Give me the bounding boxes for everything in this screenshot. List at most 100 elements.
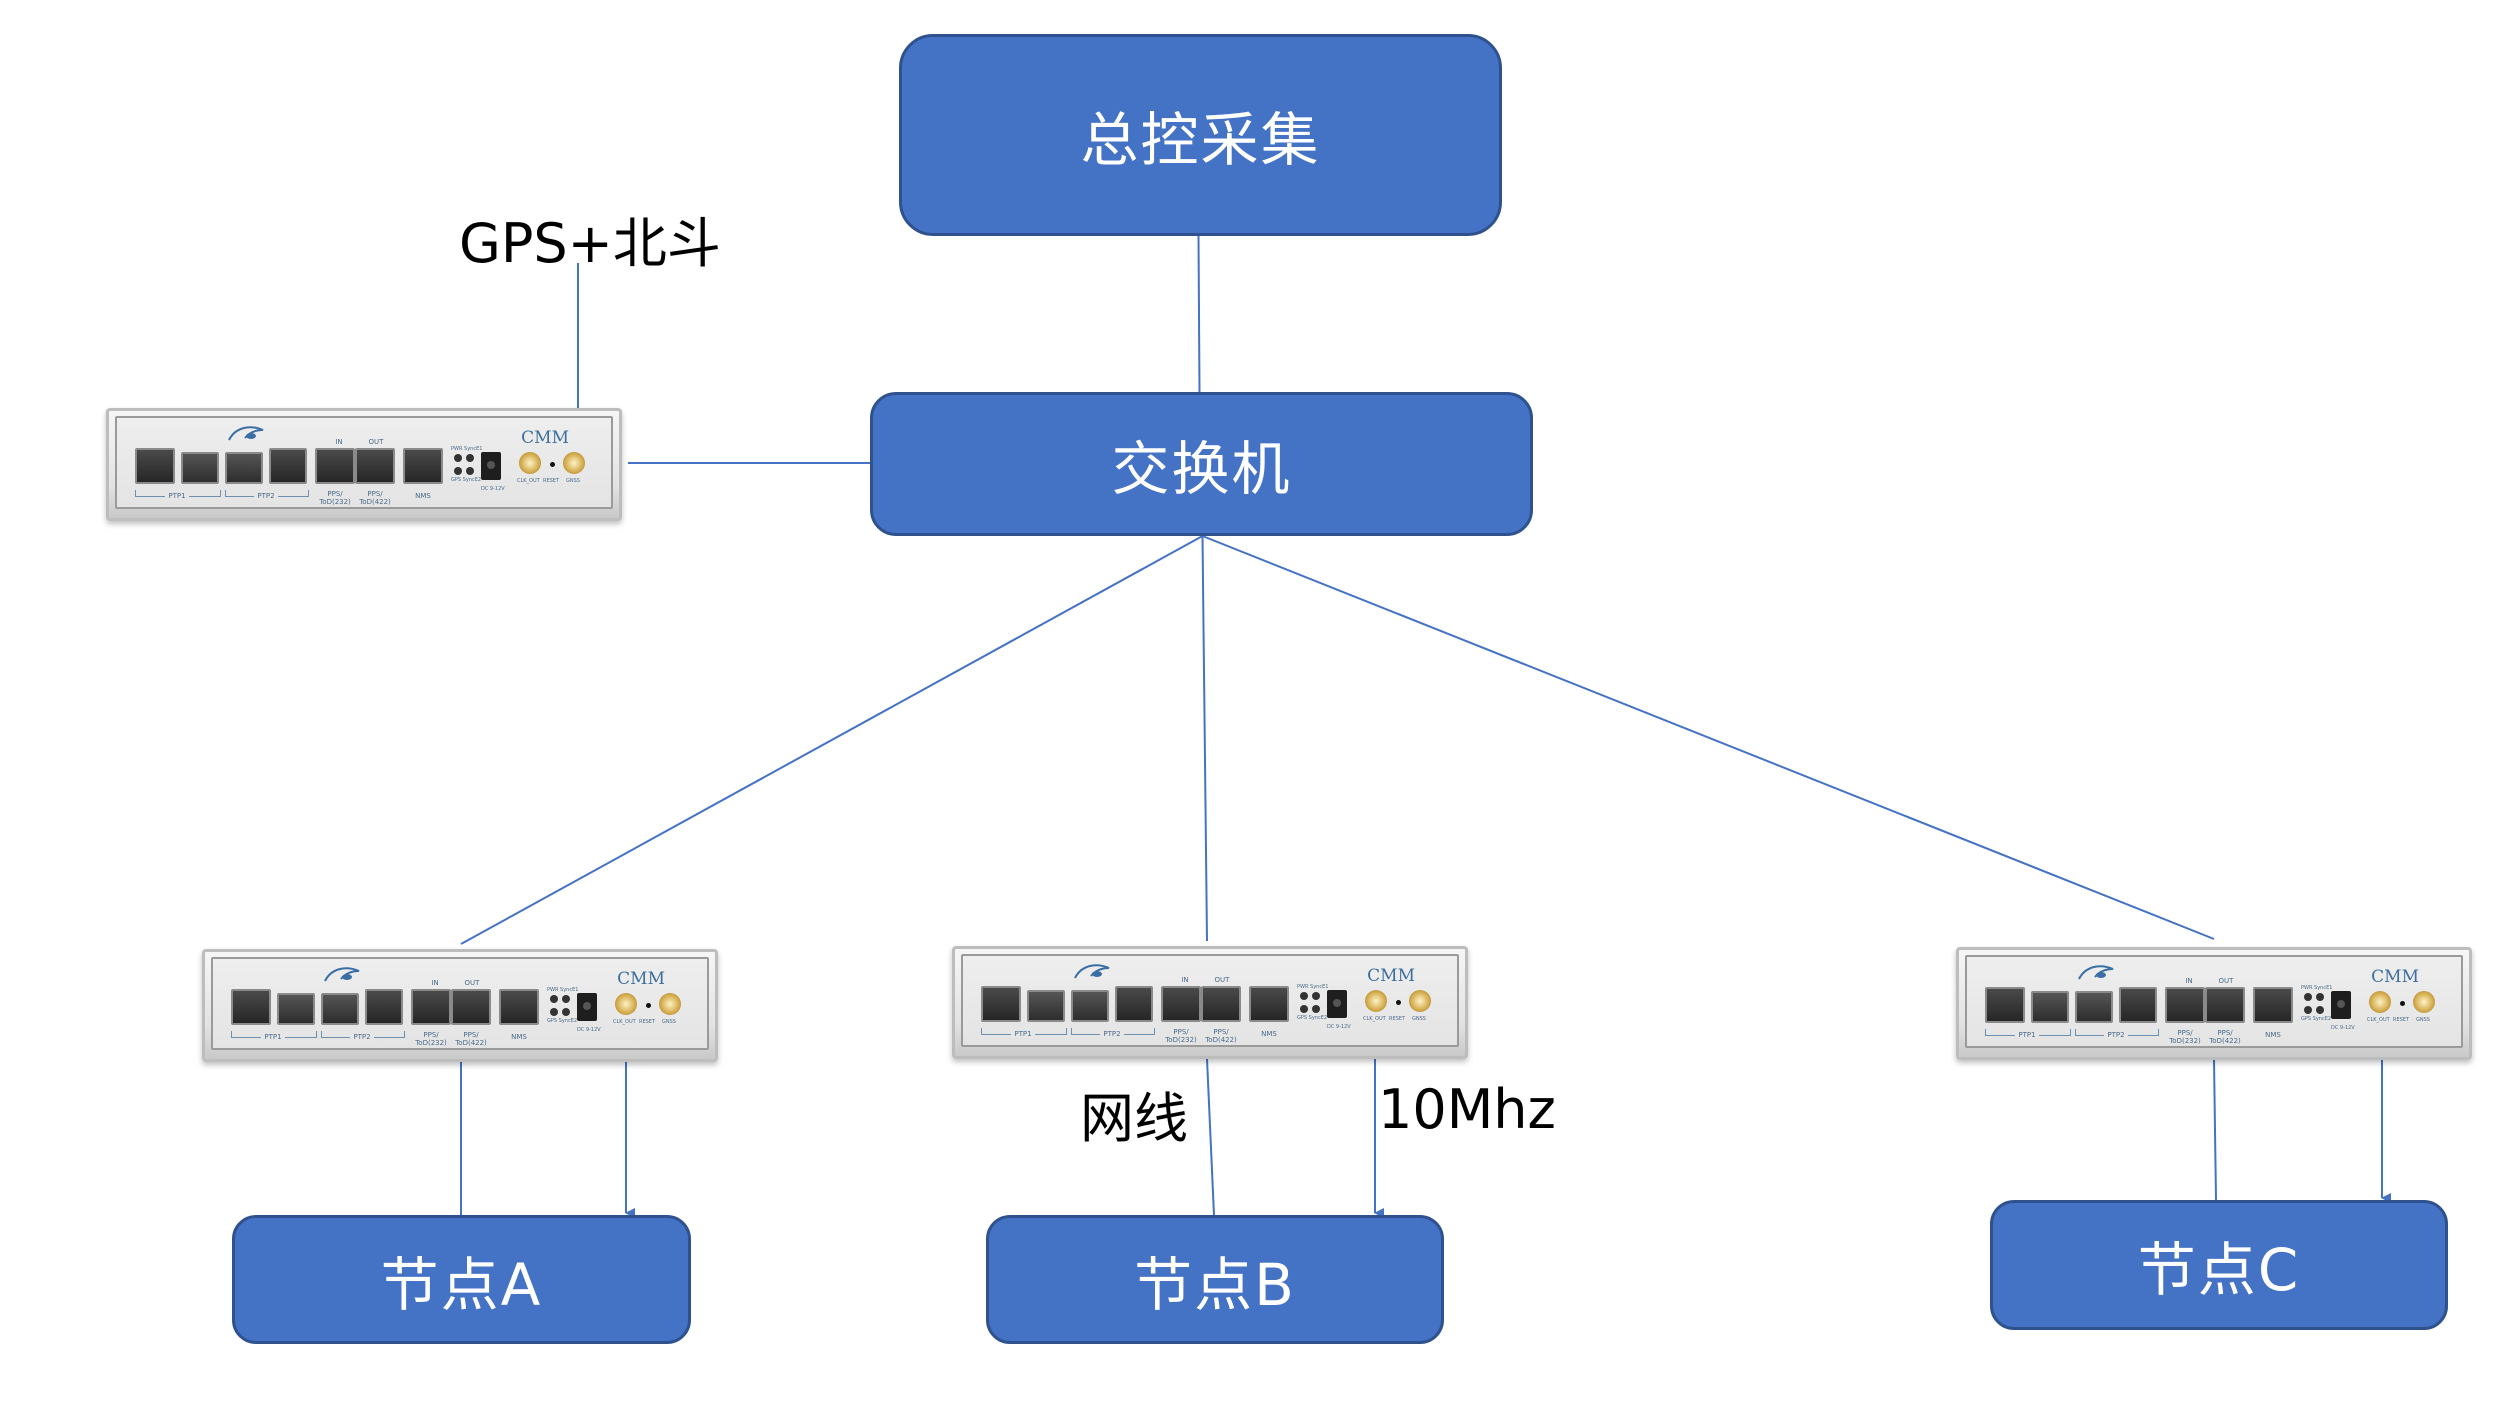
cmm-device-a[interactable]: CMM PTP1 PTP2 IN OUT PPS/ ToD(232) PPS/ … xyxy=(202,949,718,1062)
wire-title-to-switch xyxy=(1197,235,1201,393)
synce2-led xyxy=(466,467,474,475)
nms-port[interactable] xyxy=(499,989,539,1025)
cmm-device-master[interactable]: CMM PTP1 PTP2 IN OUT PPS/ ToD(232) PPS/ … xyxy=(106,408,622,521)
pps-tod-422-port[interactable] xyxy=(1201,986,1241,1022)
switch-box[interactable]: 交换机 xyxy=(870,392,1533,536)
pps-tod-422-label: PPS/ ToD(422) xyxy=(1205,1028,1237,1044)
ptp1-rj45-port[interactable] xyxy=(1985,987,2025,1023)
reset-button[interactable] xyxy=(550,462,555,467)
master-control-box[interactable]: 总控采集 xyxy=(899,34,1502,236)
clk-out-label: CLK_OUT xyxy=(2367,1017,2390,1023)
clk-out-connector[interactable] xyxy=(615,993,637,1015)
ptp2-label: PTP2 xyxy=(254,492,278,500)
ptp1-label: PTP1 xyxy=(1011,1030,1035,1038)
ptp1-sfp-port[interactable] xyxy=(2031,991,2069,1023)
gnss-connector[interactable] xyxy=(659,993,681,1015)
device-faceplate: CMM PTP1 PTP2 IN OUT PPS/ ToD(232) PPS/ … xyxy=(1965,955,2463,1048)
dc-power-jack[interactable] xyxy=(1327,990,1347,1018)
gnss-connector[interactable] xyxy=(563,452,585,474)
gps-led xyxy=(550,1008,558,1016)
cmm-device-c[interactable]: CMM PTP1 PTP2 IN OUT PPS/ ToD(232) PPS/ … xyxy=(1956,947,2472,1060)
dolphin-logo-icon xyxy=(1074,964,1110,979)
dolphin-logo-icon xyxy=(228,426,264,441)
device-faceplate: CMM PTP1 PTP2 IN OUT PPS/ ToD(232) PPS/ … xyxy=(961,954,1459,1047)
pps-tod-422-port[interactable] xyxy=(355,448,395,484)
synce2-led xyxy=(2316,1006,2324,1014)
dc-power-jack[interactable] xyxy=(481,452,501,480)
ptp2-rj45-port[interactable] xyxy=(269,448,307,484)
device-brand: CMM xyxy=(521,428,569,448)
nms-port[interactable] xyxy=(2253,987,2293,1023)
gnss-connector[interactable] xyxy=(1409,990,1431,1012)
ptp2-sfp-port[interactable] xyxy=(321,993,359,1025)
pps-tod-232-label: PPS/ ToD(232) xyxy=(1165,1028,1197,1044)
reset-label: RESET xyxy=(1389,1016,1406,1022)
node-b-label: 节点B xyxy=(1134,1250,1296,1319)
wire-switch-to-device-a xyxy=(460,535,1203,945)
in-label: IN xyxy=(1181,976,1189,984)
pps-tod-422-port[interactable] xyxy=(451,989,491,1025)
ptp2-rj45-port[interactable] xyxy=(2119,987,2157,1023)
pps-tod-422-label: PPS/ ToD(422) xyxy=(2209,1029,2241,1045)
pps-tod-232-port[interactable] xyxy=(2165,987,2205,1023)
node-a-box[interactable]: 节点A xyxy=(232,1215,691,1344)
gps-led xyxy=(1300,1005,1308,1013)
node-c-label: 节点C xyxy=(2137,1236,2301,1304)
ptp1-rj45-port[interactable] xyxy=(231,989,271,1025)
dc-power-jack[interactable] xyxy=(2331,991,2351,1019)
out-label: OUT xyxy=(368,438,384,446)
nms-port[interactable] xyxy=(403,448,443,484)
pwr-synce1-label: PWR SyncE1 xyxy=(2301,985,2333,991)
cable-label: 网线 xyxy=(1080,1087,1188,1150)
pwr-led xyxy=(454,454,462,462)
in-label: IN xyxy=(431,979,439,987)
gnss-label: GNSS xyxy=(662,1019,676,1025)
ptp1-rj45-port[interactable] xyxy=(981,986,1021,1022)
cmm-device-b[interactable]: CMM PTP1 PTP2 IN OUT PPS/ ToD(232) PPS/ … xyxy=(952,946,1468,1059)
gps-synce2-label: GPS SyncE2 xyxy=(451,477,482,483)
clk-out-connector[interactable] xyxy=(519,452,541,474)
ptp1-sfp-port[interactable] xyxy=(277,993,315,1025)
pps-tod-422-port[interactable] xyxy=(2205,987,2245,1023)
dc-label: DC 9-12V xyxy=(481,486,505,492)
in-label: IN xyxy=(2185,977,2193,985)
pps-tod-232-label: PPS/ ToD(232) xyxy=(2169,1029,2201,1045)
node-a-label: 节点A xyxy=(380,1250,543,1319)
device-faceplate: CMM PTP1 PTP2 IN OUT PPS/ ToD(232) PPS/ … xyxy=(115,416,613,509)
pwr-led xyxy=(2304,993,2312,1001)
reset-button[interactable] xyxy=(2400,1001,2405,1006)
ptp1-sfp-port[interactable] xyxy=(1027,990,1065,1022)
device-faceplate: CMM PTP1 PTP2 IN OUT PPS/ ToD(232) PPS/ … xyxy=(211,957,709,1050)
pwr-synce1-label: PWR SyncE1 xyxy=(451,446,483,452)
synce1-led xyxy=(2316,993,2324,1001)
device-brand: CMM xyxy=(1367,966,1415,986)
device-brand: CMM xyxy=(2371,967,2419,987)
network-cable-device-c-to-node-c xyxy=(2213,1059,2217,1201)
clk-out-connector[interactable] xyxy=(1365,990,1387,1012)
pps-tod-232-port[interactable] xyxy=(1161,986,1201,1022)
node-b-box[interactable]: 节点B xyxy=(986,1215,1444,1344)
pps-tod-232-port[interactable] xyxy=(411,989,451,1025)
nms-label: NMS xyxy=(2265,1031,2281,1039)
ptp2-sfp-port[interactable] xyxy=(225,452,263,484)
ptp1-rj45-port[interactable] xyxy=(135,448,175,484)
clk-out-connector[interactable] xyxy=(2369,991,2391,1013)
ptp2-rj45-port[interactable] xyxy=(365,989,403,1025)
switch-label: 交换机 xyxy=(1111,435,1292,503)
gnss-connector[interactable] xyxy=(2413,991,2435,1013)
reset-button[interactable] xyxy=(1396,1000,1401,1005)
nms-port[interactable] xyxy=(1249,986,1289,1022)
out-label: OUT xyxy=(464,979,480,987)
pps-tod-232-port[interactable] xyxy=(315,448,355,484)
network-cable-device-b-to-node-b xyxy=(1206,1058,1215,1216)
ptp1-sfp-port[interactable] xyxy=(181,452,219,484)
node-c-box[interactable]: 节点C xyxy=(1990,1200,2448,1330)
dc-power-jack[interactable] xyxy=(577,993,597,1021)
ptp2-rj45-port[interactable] xyxy=(1115,986,1153,1022)
ptp1-label: PTP1 xyxy=(2015,1031,2039,1039)
reset-button[interactable] xyxy=(646,1003,651,1008)
ptp2-sfp-port[interactable] xyxy=(2075,991,2113,1023)
nms-label: NMS xyxy=(511,1033,527,1041)
ptp2-sfp-port[interactable] xyxy=(1071,990,1109,1022)
gps-led xyxy=(2304,1006,2312,1014)
